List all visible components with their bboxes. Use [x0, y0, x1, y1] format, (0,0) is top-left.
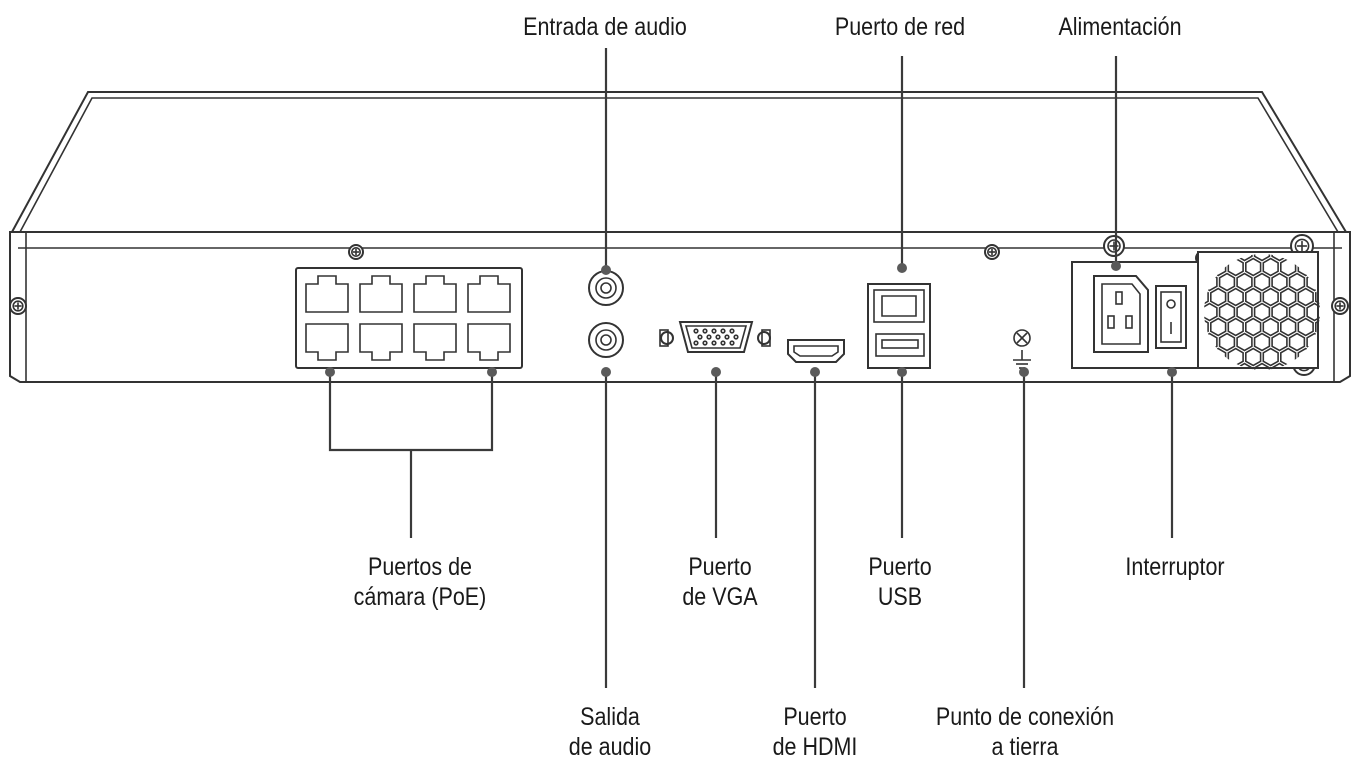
- label-audio-out-line2: de audio: [568, 733, 652, 761]
- label-camera-ports: Puertos de cámara (PoE): [317, 552, 523, 612]
- leader-line: [1111, 56, 1121, 271]
- rj45-port-icon: [467, 323, 511, 361]
- power-block: [1071, 261, 1201, 369]
- screw-icon: [348, 244, 364, 260]
- label-power-text: Alimentación: [1058, 13, 1182, 41]
- leader-line: [897, 56, 907, 273]
- rj45-port-icon: [305, 275, 349, 313]
- label-power: Alimentación: [1025, 12, 1214, 42]
- label-switch-text: Interruptor: [1125, 553, 1225, 581]
- label-network-port: Puerto de red: [797, 12, 1003, 42]
- label-usb-port: Puerto USB: [827, 552, 973, 612]
- label-usb-port-line2: USB: [877, 583, 923, 611]
- label-audio-in: Entrada de audio: [489, 12, 721, 42]
- leader-line: [810, 367, 820, 688]
- label-hdmi-port-line1: Puerto: [783, 703, 847, 731]
- leader-line: [1019, 367, 1029, 688]
- label-switch: Interruptor: [1093, 552, 1256, 582]
- leader-line: [711, 367, 721, 538]
- rj45-port-icon: [359, 323, 403, 361]
- screw-icon: [984, 244, 1000, 260]
- screw-icon: [1103, 235, 1125, 257]
- label-vga-port-line1: Puerto: [688, 553, 752, 581]
- label-camera-ports-line1: Puertos de: [367, 553, 472, 581]
- rj45-port-icon: [467, 275, 511, 313]
- label-hdmi-port: Puerto de HDMI: [742, 702, 888, 762]
- leader-line: [328, 372, 494, 452]
- rj45-port-icon: [305, 323, 349, 361]
- label-audio-out: Salida de audio: [541, 702, 679, 762]
- label-audio-out-line1: Salida: [580, 703, 640, 731]
- leader-line: [601, 48, 611, 275]
- rj45-port-icon: [413, 323, 457, 361]
- label-hdmi-port-line2: de HDMI: [772, 733, 858, 761]
- hdmi-port-icon: [787, 339, 845, 363]
- screw-icon: [1331, 297, 1349, 315]
- rca-jack-icons: [588, 270, 624, 358]
- rj45-port-icon: [359, 275, 403, 313]
- leader-lines: [325, 48, 1177, 688]
- network-usb-block: [867, 283, 931, 369]
- label-vga-port: Puerto de VGA: [643, 552, 798, 612]
- fan-grille-icon: [1197, 251, 1320, 370]
- label-audio-in-text: Entrada de audio: [523, 13, 687, 41]
- vga-port-icon: [659, 321, 771, 353]
- vga-pins: [693, 328, 739, 346]
- leader-line: [1167, 367, 1177, 538]
- leader-line: [897, 367, 907, 538]
- rj45-port-icon: [413, 275, 457, 313]
- rj45-port-icons: [305, 275, 511, 361]
- label-ground-point-line2: a tierra: [991, 733, 1059, 761]
- leader-line: [601, 367, 611, 688]
- label-usb-port-line1: Puerto: [868, 553, 932, 581]
- label-network-port-text: Puerto de red: [834, 13, 966, 41]
- screw-icon: [9, 297, 27, 315]
- label-camera-ports-line2: cámara (PoE): [353, 583, 487, 611]
- label-vga-port-line2: de VGA: [682, 583, 758, 611]
- label-ground-point: Punto de conexión a tierra: [918, 702, 1133, 762]
- camera-ports-block: [295, 267, 523, 369]
- label-ground-point-line1: Punto de conexión: [935, 703, 1115, 731]
